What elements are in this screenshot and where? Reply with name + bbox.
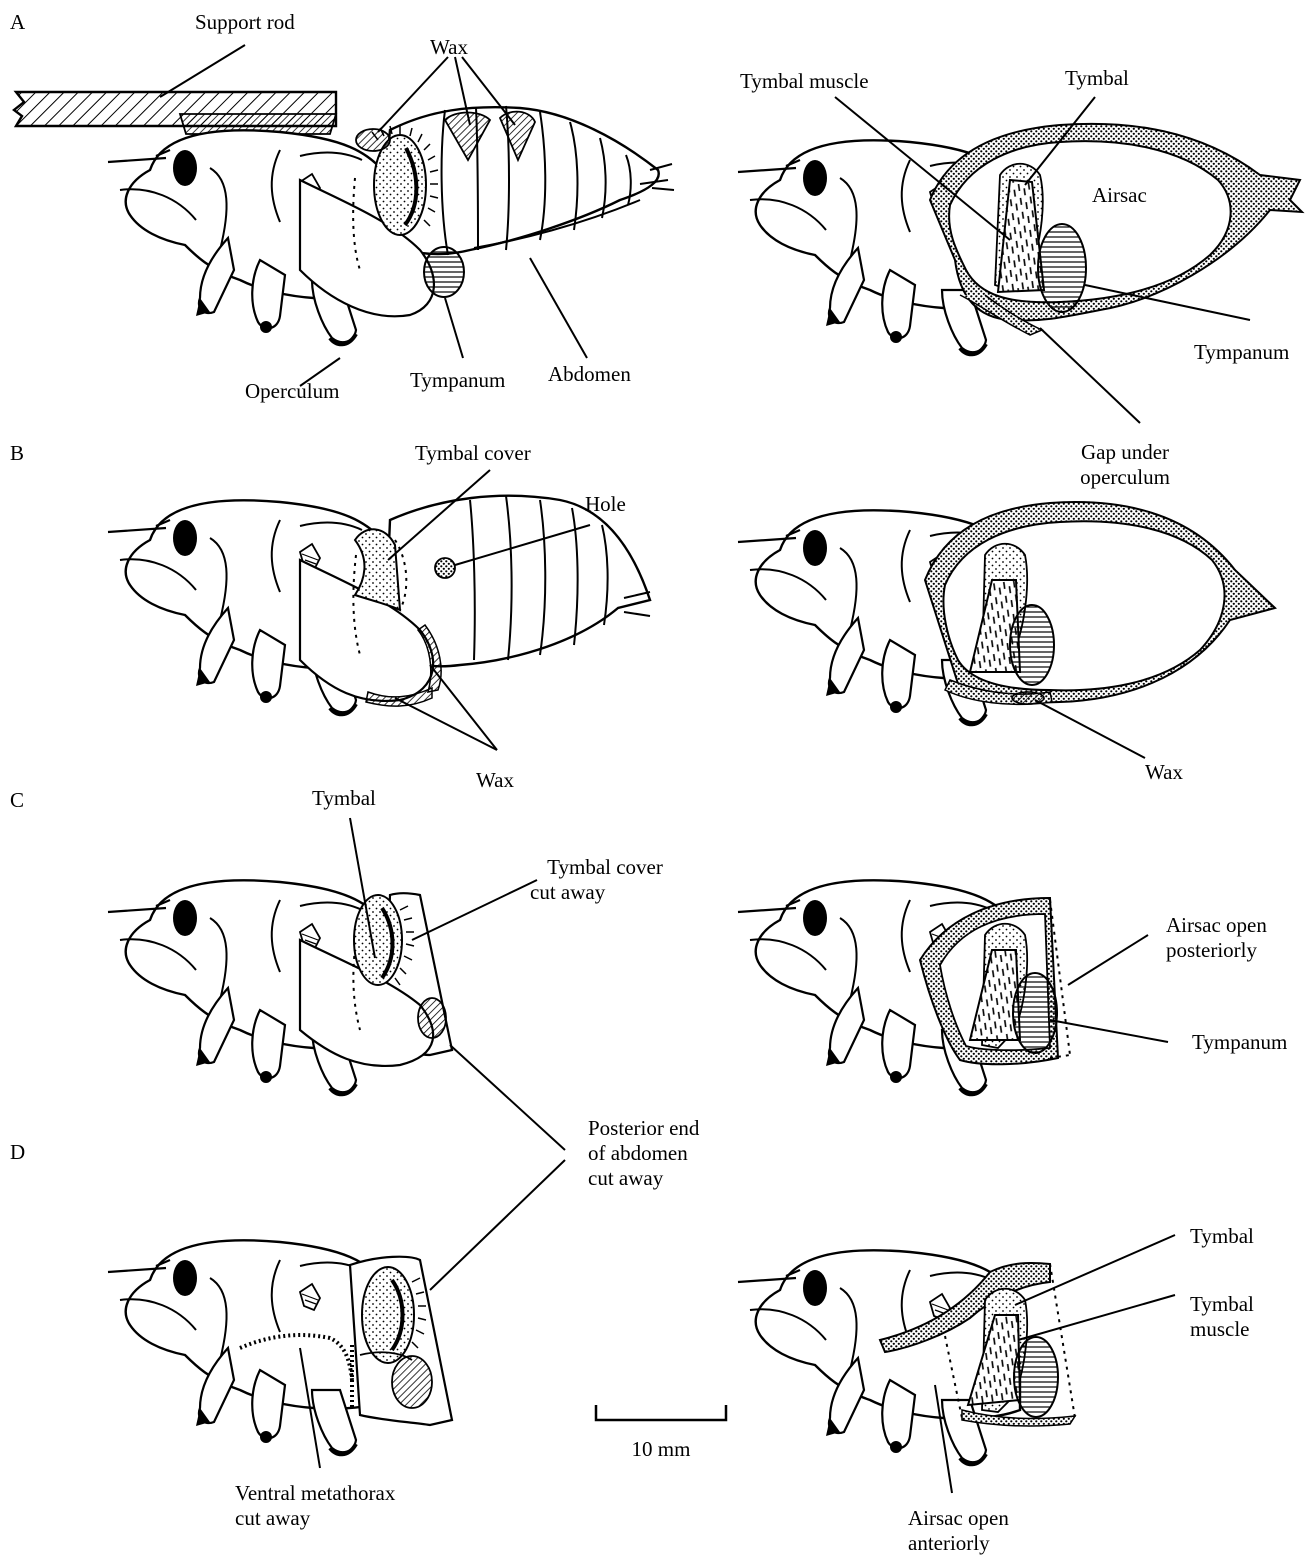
label-tymbal-muscle-d: Tymbal muscle xyxy=(1190,1292,1254,1342)
label-airsac-open-ant: Airsac open anteriorly xyxy=(908,1506,1009,1556)
label-tymbal-d: Tymbal xyxy=(1190,1224,1254,1249)
label-airsac-open-post: Airsac open posteriorly xyxy=(1166,913,1267,963)
panel-label-c: C xyxy=(10,788,24,813)
label-tymbal-a: Tymbal xyxy=(1065,66,1129,91)
label-wax-a: Wax xyxy=(430,35,468,60)
label-tympanum-a: Tympanum xyxy=(410,368,505,393)
label-tymbal-cover: Tymbal cover xyxy=(415,441,531,466)
panel-d-left-drawing xyxy=(108,1240,452,1454)
label-abdomen: Abdomen xyxy=(548,362,631,387)
panel-label-d: D xyxy=(10,1140,25,1165)
scale-bar-label: 10 mm xyxy=(611,1437,711,1462)
panel-label-a: A xyxy=(10,10,25,35)
label-posterior-end: Posterior end of abdomen cut away xyxy=(588,1116,699,1191)
label-operculum: Operculum xyxy=(245,379,339,404)
panel-label-b: B xyxy=(10,441,24,466)
panel-b-right-drawing xyxy=(738,502,1275,724)
label-wax-b-left: Wax xyxy=(476,768,514,793)
label-tympanum-a-right: Tympanum xyxy=(1194,340,1289,365)
panel-b-left-drawing xyxy=(108,496,650,715)
scale-bar xyxy=(596,1405,726,1420)
panel-d-right-drawing xyxy=(738,1250,1075,1464)
label-support-rod: Support rod xyxy=(195,10,295,35)
panel-a-right-drawing xyxy=(738,124,1302,354)
label-airsac: Airsac xyxy=(1092,183,1147,208)
label-tymbal-muscle-a: Tymbal muscle xyxy=(740,69,869,94)
label-tymbal-c: Tymbal xyxy=(312,786,376,811)
label-tympanum-c: Tympanum xyxy=(1192,1030,1287,1055)
label-wax-b-right: Wax xyxy=(1145,760,1183,785)
label-hole: Hole xyxy=(585,492,626,517)
label-tymbal-cover-cut: Tymbal cover cut away xyxy=(530,855,680,905)
panel-a-left-drawing xyxy=(14,92,674,344)
label-ventral-metathorax: Ventral metathorax cut away xyxy=(235,1481,395,1531)
label-gap-under-operculum: Gap under operculum xyxy=(1060,440,1190,490)
panel-c-left-drawing xyxy=(108,880,452,1094)
panel-c-right-drawing xyxy=(738,880,1070,1094)
